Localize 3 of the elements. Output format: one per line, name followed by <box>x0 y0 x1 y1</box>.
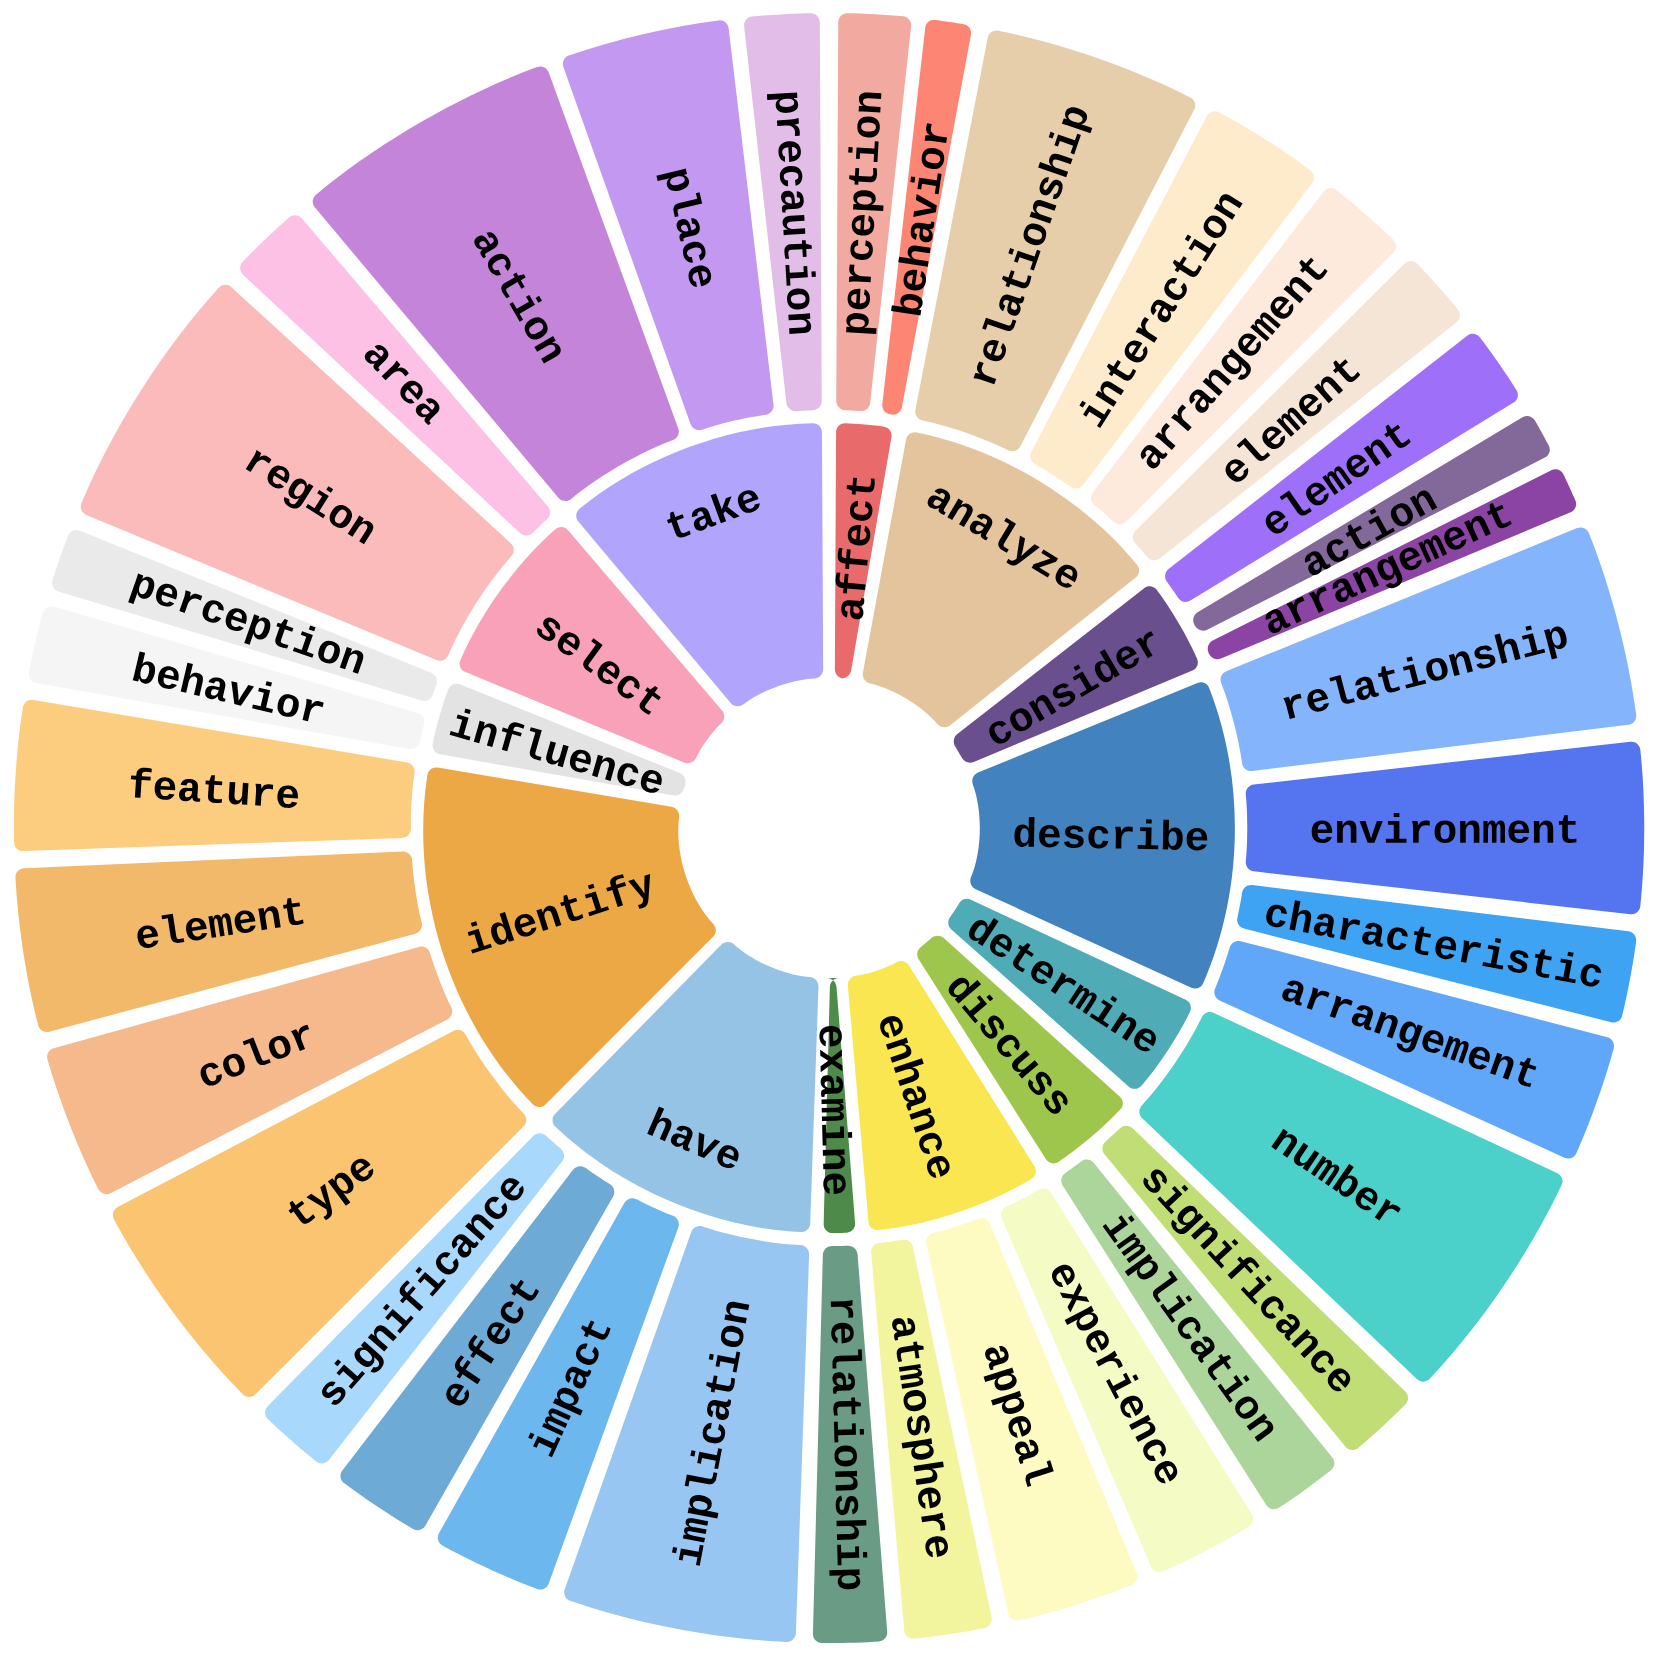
sunburst-segment: have <box>552 942 819 1233</box>
sunburst-segment: relationship <box>812 1245 888 1644</box>
sunburst-segment: precaution <box>744 13 822 412</box>
